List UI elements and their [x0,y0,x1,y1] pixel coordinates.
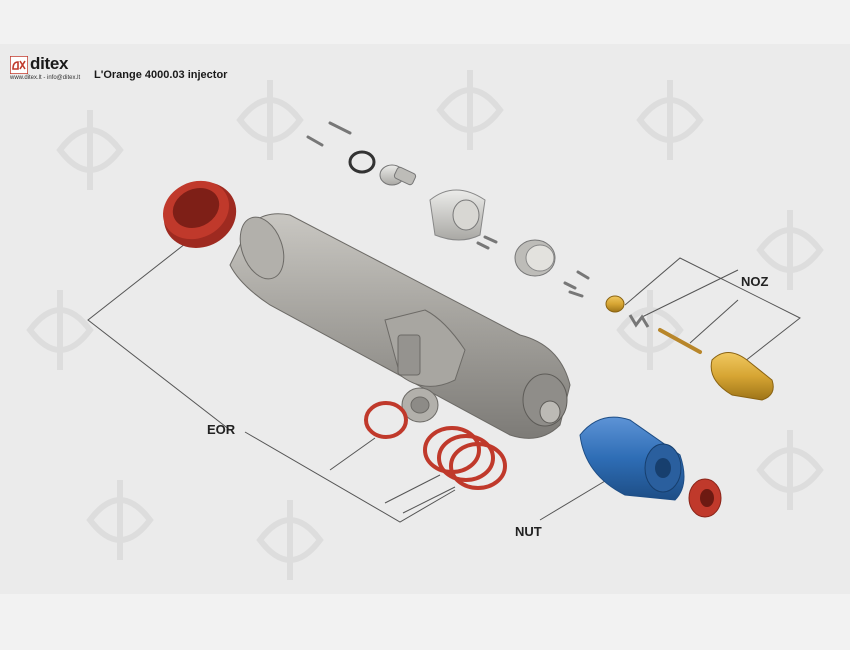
watermark-tile [436,70,504,150]
leader-lines [87,239,801,523]
callout-nut: NUT [515,524,542,539]
valve-piece [379,164,417,186]
eor-leader-ring-2 [384,474,441,504]
noz-leader [624,257,801,366]
top-band [0,0,850,44]
injector-body [229,213,571,439]
nut-leader [539,477,611,521]
eor-leader-ring-1 [329,437,376,471]
watermark-tile [236,80,304,160]
o-ring-set [364,401,507,490]
bottom-band [0,594,850,650]
callout-noz: NOZ [741,274,769,289]
nozzle-spring [628,314,650,328]
watermark-tile [56,110,124,190]
watermark-tile [26,290,94,370]
noz-leader-spring [639,269,739,319]
callout-eor: EOR [207,422,236,437]
nut-washer [688,478,722,518]
nozzle-tip [710,352,774,401]
nozzle-needle [658,328,702,354]
valve-cap [429,189,486,241]
intermediate-plate [514,239,556,277]
noz-leader-needle [689,299,739,344]
watermark-tile [256,500,324,580]
ditex-logo: ditex www.ditex.lt - info@ditex.lt [10,54,90,86]
brand-name: ditex [30,54,69,73]
watermark-tile [756,210,824,290]
small-o-ring [348,150,376,174]
eor-leader-bottom [244,431,456,523]
watermark-pattern [26,70,824,580]
brand-contact: www.ditex.lt - info@ditex.lt [10,75,81,81]
eor-leader-ring-3 [402,486,456,514]
page-title: L'Orange 4000.03 injector [94,69,228,81]
watermark-tile [616,290,684,370]
watermark-tile [756,430,824,510]
pin-set-top [306,121,352,147]
ditex-logo-icon [10,56,28,74]
pin-set-middle [476,235,590,298]
eor-leader-top [87,239,231,431]
nozzle-parts [605,295,774,401]
nozzle-spacer [605,295,625,313]
eor-seal-ring [162,180,237,248]
watermark-tile [636,80,704,160]
watermark-tile [86,480,154,560]
nozzle-nut [579,416,685,501]
